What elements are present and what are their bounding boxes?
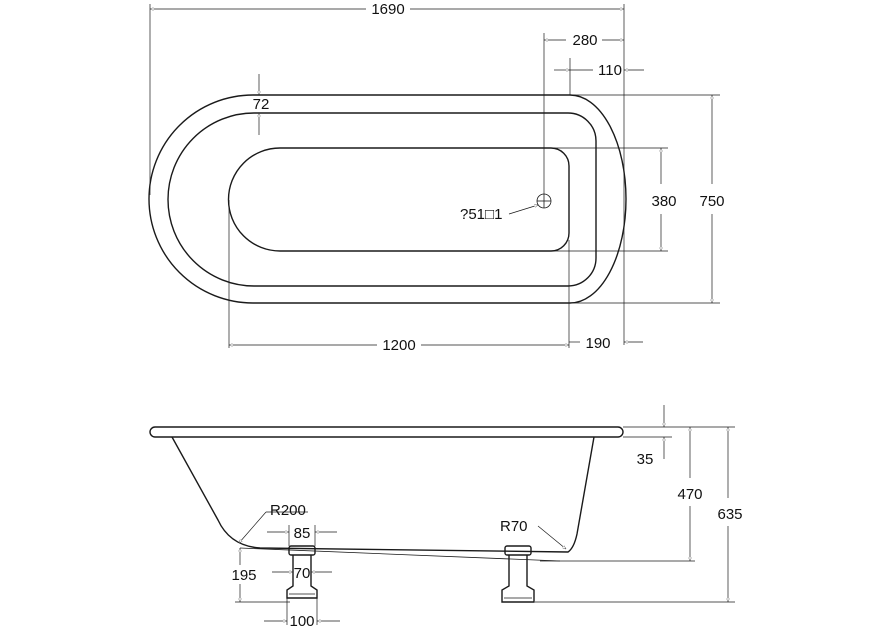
basin-width-label: 380 [651, 193, 676, 210]
overall-width-label: 750 [699, 193, 724, 210]
overall-length-dimension: 1690 [149, 1, 625, 18]
basin-length-label: 1200 [382, 337, 415, 354]
waste-label: ?51□1 [460, 206, 502, 223]
small-radius-callout: R70 [500, 518, 567, 550]
end-offset-label: 190 [585, 335, 610, 352]
tub-basin-outline [227, 147, 570, 252]
foot-bottom-width-label: 100 [289, 613, 314, 629]
rim-offset-dimension: 110 [554, 62, 644, 79]
foot-mid-width-label: 70 [294, 565, 311, 582]
side-view: 35 470 635 R200 R70 85 [149, 405, 743, 629]
foot-bottom-width-dimension: 100 [264, 613, 340, 629]
foot-base-height-dimension: 195 [231, 547, 257, 603]
rim-width-label: 72 [253, 96, 270, 113]
rim-thickness-label: 35 [637, 451, 654, 468]
end-offset-dimension: 190 [569, 335, 643, 352]
depth-label: 470 [677, 486, 702, 503]
left-foot [286, 545, 318, 599]
waste-offset-label: 280 [572, 32, 597, 49]
small-radius-label: R70 [500, 518, 528, 535]
large-radius-label: R200 [270, 502, 306, 519]
foot-mid-width-dimension: 70 [272, 565, 332, 582]
waste-offset-dimension: 280 [543, 32, 625, 49]
foot-base-height-label: 195 [231, 567, 256, 584]
total-height-dimension: 635 [717, 426, 743, 603]
large-radius-callout: R200 [238, 502, 308, 544]
tub-body-profile [171, 436, 595, 553]
basin-width-dimension: 380 [651, 147, 677, 252]
top-view: 1690 280 110 72 380 [148, 1, 725, 354]
tub-outer-outline [148, 94, 627, 304]
overall-length-label: 1690 [371, 1, 404, 18]
rim-offset-label: 110 [598, 62, 622, 79]
right-foot [501, 545, 535, 603]
foot-top-width-label: 85 [294, 525, 311, 542]
waste-callout: ?51□1 [460, 204, 539, 223]
tub-rim-inner-outline [167, 112, 597, 287]
rim-thickness-dimension: 35 [637, 405, 666, 468]
tub-rim-profile [149, 426, 624, 438]
overall-width-dimension: 750 [699, 94, 725, 304]
basin-length-dimension: 1200 [228, 337, 570, 354]
total-height-label: 635 [717, 506, 742, 523]
rim-width-dimension: 72 [253, 74, 270, 135]
depth-dimension: 470 [677, 426, 703, 562]
foot-top-width-dimension: 85 [267, 525, 337, 542]
